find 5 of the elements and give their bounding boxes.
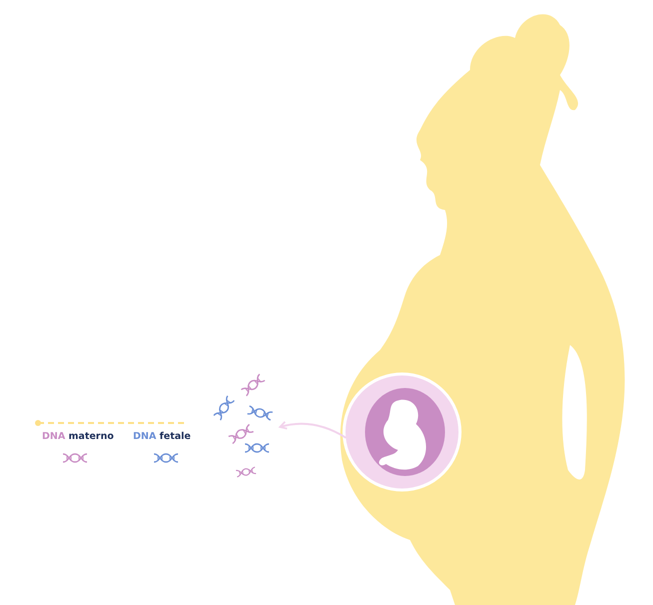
arrow [279,421,346,439]
fetus-in-womb-drawing [342,372,462,492]
dna-cluster-drawing [213,374,273,478]
legend-label: DNA fetale [133,431,191,442]
legend-label: DNA materno [42,431,114,442]
